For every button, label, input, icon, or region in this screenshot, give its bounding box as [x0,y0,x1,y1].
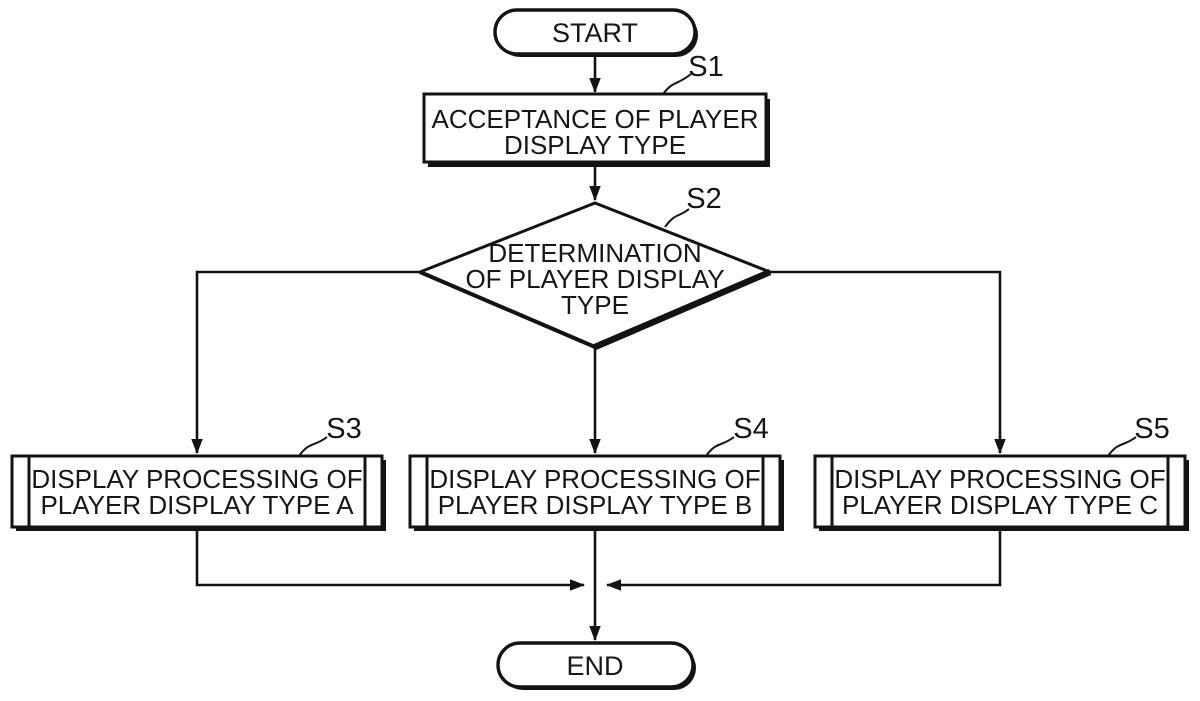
connectors [191,54,1006,641]
process-s1: ACCEPTANCE OF PLAYER DISPLAY TYPE [422,92,770,167]
predefined-process-s4-line2: PLAYER DISPLAY TYPE B [438,490,753,520]
end-terminal: END [496,641,696,690]
step-label-s1-text: S1 [688,51,723,83]
leader-line-s1 [662,73,692,95]
decision-s2: DETERMINATION OF PLAYER DISPLAY TYPE [416,201,774,350]
process-s1-line2: DISPLAY TYPE [504,130,686,160]
predefined-process-s3-line1: DISPLAY PROCESSING OF [31,464,362,494]
start-terminal: START [493,8,698,57]
predefined-process-s5: DISPLAY PROCESSING OF PLAYER DISPLAY TYP… [813,454,1189,531]
decision-s2-thick-edge-right [593,269,772,350]
arrow-s3-to-merge [195,527,585,591]
arrow-s5-to-merge [606,527,1002,591]
predefined-process-s4-line1: DISPLAY PROCESSING OF [429,464,760,494]
step-label-s1: S1 [662,51,724,95]
process-s1-shape [422,92,768,164]
arrow-s2-to-s3-branch [191,270,420,454]
decision-s2-thick-edge-left [419,270,596,349]
step-label-s4: S4 [705,413,769,457]
predefined-process-s5-line2: PLAYER DISPLAY TYPE C [842,490,1158,520]
leader-line-s3 [298,436,328,457]
end-terminal-shape [496,641,695,689]
start-terminal-shape [493,8,697,56]
predefined-process-s3-shape [10,454,384,529]
step-label-s2: S2 [664,183,722,228]
predefined-process-s3: DISPLAY PROCESSING OF PLAYER DISPLAY TYP… [10,454,386,531]
decision-s2-line2: OF PLAYER DISPLAY [465,264,724,294]
predefined-process-s4-shape [408,454,782,529]
leader-line-s4 [705,436,735,457]
arrow-s2-to-s5-branch [770,270,1006,454]
predefined-process-s5-line1: DISPLAY PROCESSING OF [834,464,1165,494]
start-terminal-label: START [552,18,638,48]
predefined-process-s4: DISPLAY PROCESSING OF PLAYER DISPLAY TYP… [408,454,784,531]
step-label-s3: S3 [298,413,362,457]
end-terminal-label: END [566,651,623,681]
step-label-s5-text: S5 [1134,413,1169,445]
predefined-process-s5-shape [813,454,1187,529]
decision-s2-line1: DETERMINATION [488,238,701,268]
step-label-s4-text: S4 [733,413,768,445]
decision-s2-line3: TYPE [561,290,629,320]
leader-line-s5 [1107,436,1137,457]
step-label-s5: S5 [1107,413,1170,457]
step-label-s2-text: S2 [686,183,721,215]
step-label-s3-text: S3 [326,413,361,445]
predefined-process-s3-line2: PLAYER DISPLAY TYPE A [40,490,354,520]
leader-line-s2 [664,208,690,228]
process-s1-line1: ACCEPTANCE OF PLAYER [432,104,759,134]
